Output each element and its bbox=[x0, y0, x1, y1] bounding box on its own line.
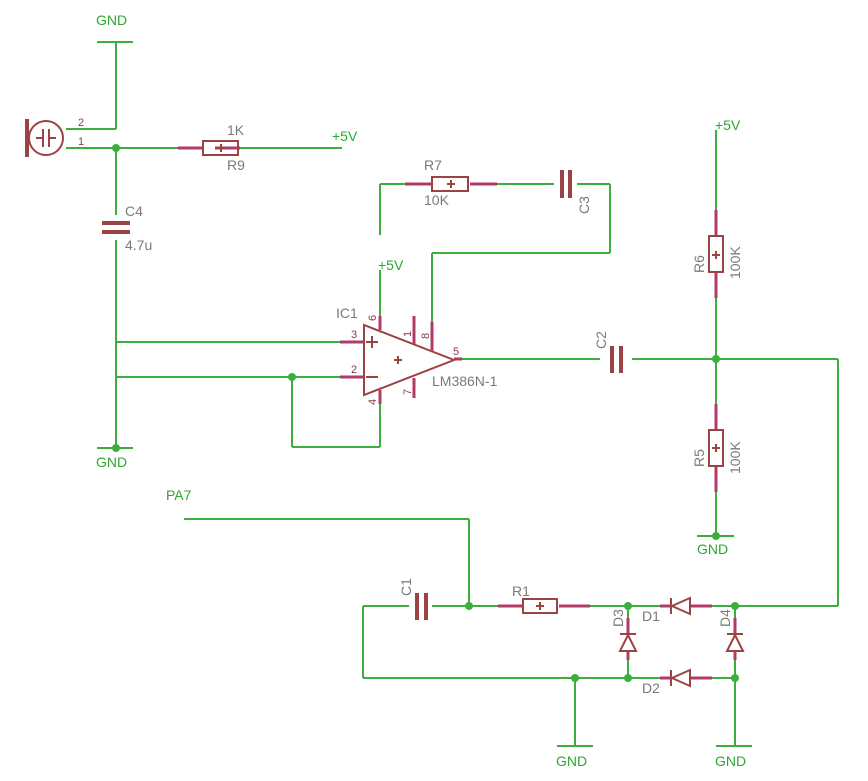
ic1-pin-7: 7 bbox=[402, 389, 414, 395]
wires bbox=[66, 41, 839, 747]
gnd-label-left: GND bbox=[96, 454, 127, 470]
capacitor-c3: C3 bbox=[560, 170, 592, 214]
c4-name: C4 bbox=[125, 203, 143, 219]
ic1-name: IC1 bbox=[336, 305, 358, 321]
resistor-r5: R5 100K bbox=[691, 404, 743, 492]
c4-value: 4.7u bbox=[125, 237, 152, 253]
r5-value: 100K bbox=[727, 441, 743, 474]
diode-d3: D3 bbox=[610, 609, 638, 660]
ic1-pin-2: 2 bbox=[351, 364, 357, 376]
gnd-label-top: GND bbox=[96, 12, 127, 28]
gnd-label-right: GND bbox=[697, 541, 728, 557]
r6-value: 100K bbox=[727, 246, 743, 279]
diode-d4: D4 bbox=[717, 609, 745, 660]
c1-name: C1 bbox=[398, 578, 414, 596]
diode-d1: D1 bbox=[642, 596, 712, 624]
microphone: 2 1 bbox=[25, 117, 84, 157]
junctions bbox=[112, 144, 739, 682]
r9-value: 1K bbox=[227, 122, 245, 138]
d2-name: D2 bbox=[642, 680, 660, 696]
capacitor-c4: C4 4.7u bbox=[102, 203, 152, 253]
r1-name: R1 bbox=[512, 583, 530, 599]
c2-name: C2 bbox=[593, 331, 609, 349]
ic1-value: LM386N-1 bbox=[432, 373, 498, 389]
mic-pin-1: 1 bbox=[78, 136, 84, 148]
mic-pin-2: 2 bbox=[78, 117, 84, 129]
gnd-label-bottom-left: GND bbox=[556, 753, 587, 769]
ic1-pin-8: 8 bbox=[420, 333, 432, 339]
resistor-r9: 1K R9 bbox=[178, 122, 245, 173]
d4-name: D4 bbox=[717, 609, 733, 627]
resistor-r7: R7 10K bbox=[405, 157, 497, 208]
op-amp-ic1: 3 2 6 1 8 4 7 5 IC1 LM386N-1 bbox=[336, 305, 498, 405]
gnd-label-bottom-right: GND bbox=[715, 753, 746, 769]
capacitor-c2: C2 bbox=[593, 331, 623, 373]
ic1-pin-3: 3 bbox=[351, 329, 357, 341]
vcc-label-r6: +5V bbox=[715, 117, 741, 133]
pa7-label: PA7 bbox=[166, 487, 192, 503]
ic1-pin-5: 5 bbox=[453, 346, 459, 358]
net-labels: GND GND GND GND GND +5V +5V +5V PA7 bbox=[96, 12, 746, 769]
vcc-label-ic1: +5V bbox=[378, 257, 404, 273]
r9-name: R9 bbox=[227, 157, 245, 173]
r7-value: 10K bbox=[424, 192, 450, 208]
ic1-pin-4: 4 bbox=[367, 399, 379, 405]
r5-name: R5 bbox=[691, 449, 707, 467]
resistor-r1: R1 bbox=[498, 583, 590, 614]
d3-name: D3 bbox=[610, 609, 626, 627]
r6-name: R6 bbox=[691, 255, 707, 273]
resistor-r6: R6 100K bbox=[691, 210, 743, 298]
r7-name: R7 bbox=[424, 157, 442, 173]
ic1-pin-1: 1 bbox=[402, 331, 414, 337]
ic1-pin-6: 6 bbox=[367, 315, 379, 321]
c3-name: C3 bbox=[576, 196, 592, 214]
diode-d2: D2 bbox=[642, 668, 712, 696]
vcc-label-r9: +5V bbox=[332, 128, 358, 144]
d1-name: D1 bbox=[642, 608, 660, 624]
capacitor-c1: C1 bbox=[398, 578, 428, 620]
